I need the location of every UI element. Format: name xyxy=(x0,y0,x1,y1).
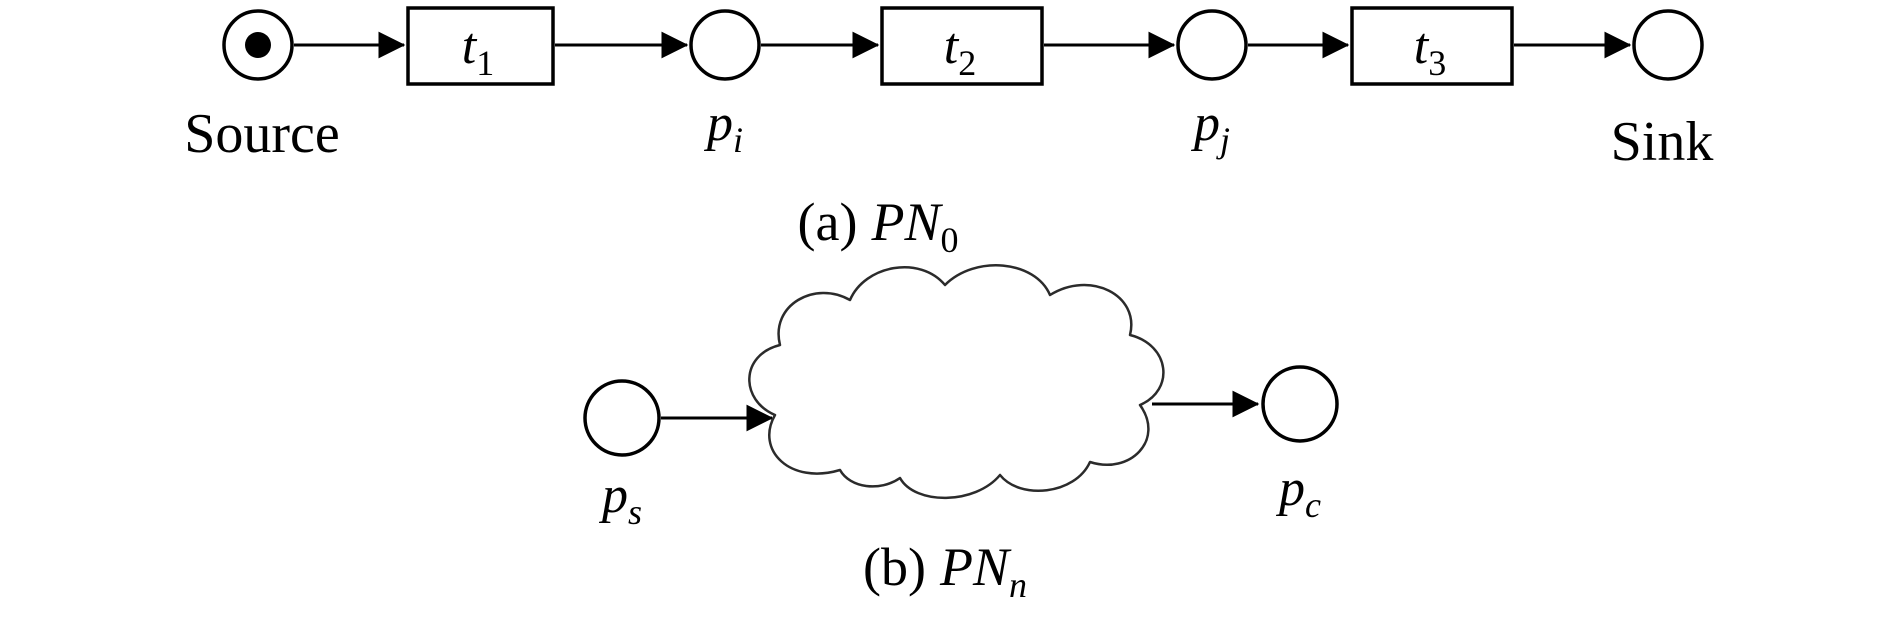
place-ps xyxy=(583,379,661,457)
place-pc-label: pc xyxy=(1275,460,1321,525)
sink-place xyxy=(1632,9,1704,81)
transition-t1-box xyxy=(406,6,555,86)
petri-net-a: t1 t2 t3 Source pi pj Sink (a)PN0 xyxy=(184,6,1714,260)
place-pi xyxy=(689,9,761,81)
place-pc xyxy=(1261,365,1339,443)
transition-t2-box xyxy=(880,6,1044,86)
caption-a: (a)PN0 xyxy=(798,192,959,260)
transition-t2-label: t2 xyxy=(944,18,976,83)
petri-net-b: ps pc (b)PNn xyxy=(583,264,1339,605)
place-pj-label: pj xyxy=(1190,95,1230,160)
transition-t3-label: t3 xyxy=(1414,18,1446,83)
transition-t1-label: t1 xyxy=(462,18,494,83)
place-pj xyxy=(1176,9,1248,81)
transition-t3-box xyxy=(1350,6,1514,86)
token-dot-icon xyxy=(245,32,271,58)
cloud-shape xyxy=(748,264,1165,500)
source-label: Source xyxy=(184,103,340,165)
sink-label: Sink xyxy=(1611,111,1714,173)
place-pi-label: pi xyxy=(703,95,743,160)
caption-b: (b)PNn xyxy=(863,537,1027,605)
place-ps-label: ps xyxy=(598,467,642,532)
